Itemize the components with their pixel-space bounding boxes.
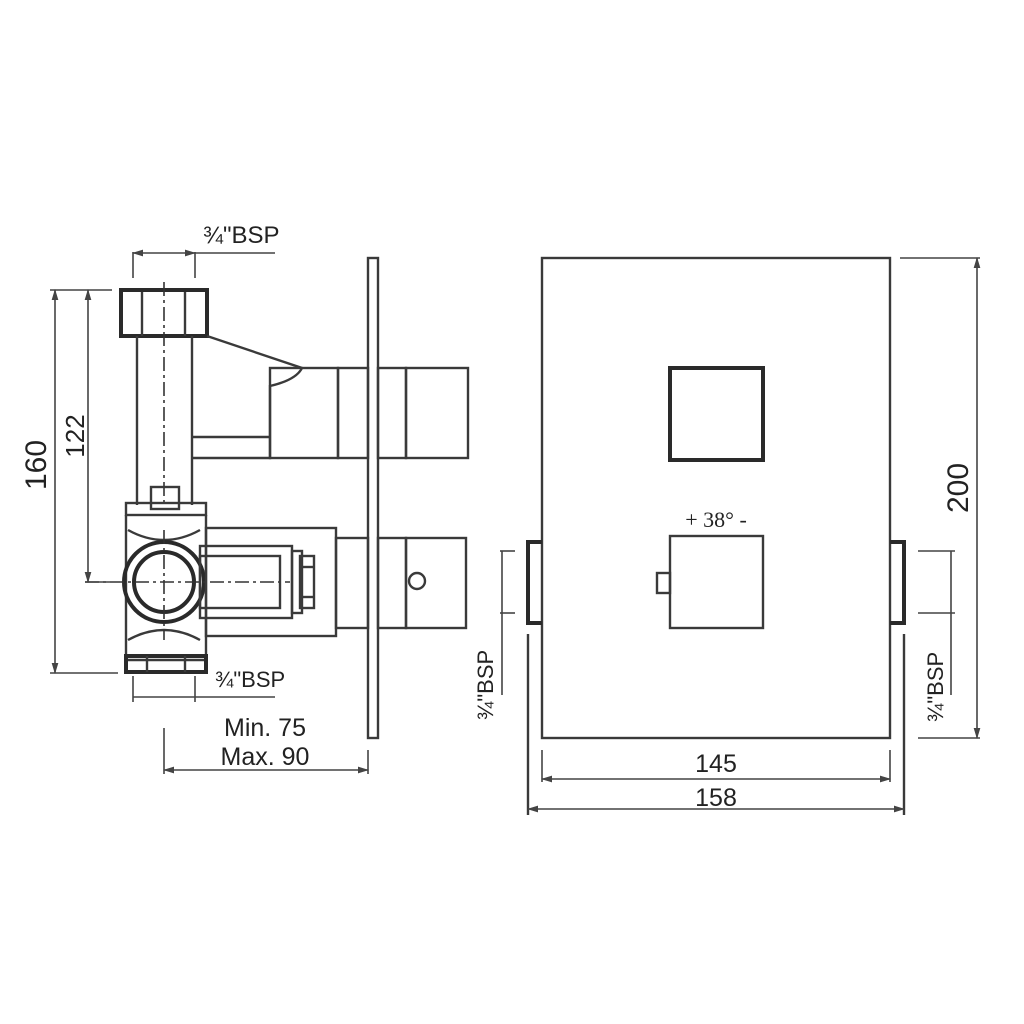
side-view: ¾"BSP [20, 222, 470, 774]
depth-dimension: Min. 75 Max. 90 [162, 714, 370, 774]
bottom-inlet-dimension: ¾"BSP [132, 667, 285, 702]
plate-width-label: 145 [695, 750, 737, 778]
height-dimensions: 160 122 [20, 288, 118, 675]
overall-height-label: 160 [20, 440, 53, 490]
cover-plate [540, 256, 892, 740]
depth-max-label: Max. 90 [221, 743, 310, 771]
upper-handle [404, 366, 470, 460]
thermostat-handle [668, 534, 765, 630]
right-outlet-label: ¾"BSP [923, 652, 948, 722]
bottom-inlet-nut [124, 654, 208, 674]
flow-control-handle [668, 366, 765, 462]
right-outlet-dimension: ¾"BSP [918, 550, 955, 722]
plate-height-dimension: 200 [900, 256, 981, 740]
bottom-inlet-label: ¾"BSP [215, 667, 285, 692]
top-inlet-label: ¾"BSP [203, 222, 280, 249]
left-outlet [526, 540, 542, 625]
handle-indicator [407, 571, 427, 591]
lower-handle [404, 536, 468, 630]
top-inlet-dimension: ¾"BSP [131, 222, 280, 278]
overall-width-label: 158 [695, 784, 737, 812]
safety-button [655, 571, 672, 595]
right-outlet [890, 540, 906, 625]
depth-min-label: Min. 75 [224, 714, 306, 742]
left-outlet-label: ¾"BSP [473, 650, 498, 720]
plate-width-dimension: 145 [540, 750, 892, 783]
plate-height-label: 200 [942, 463, 975, 513]
overall-width-dimension: 158 [526, 784, 906, 813]
wall-plate-side [366, 256, 380, 740]
temperature-mark: + 38° - [685, 507, 747, 532]
front-view: + 38° - ¾"BSP ¾"BSP 200 [473, 256, 981, 815]
left-outlet-dimension: ¾"BSP [473, 550, 515, 720]
inlet-center-height-label: 122 [60, 414, 90, 457]
